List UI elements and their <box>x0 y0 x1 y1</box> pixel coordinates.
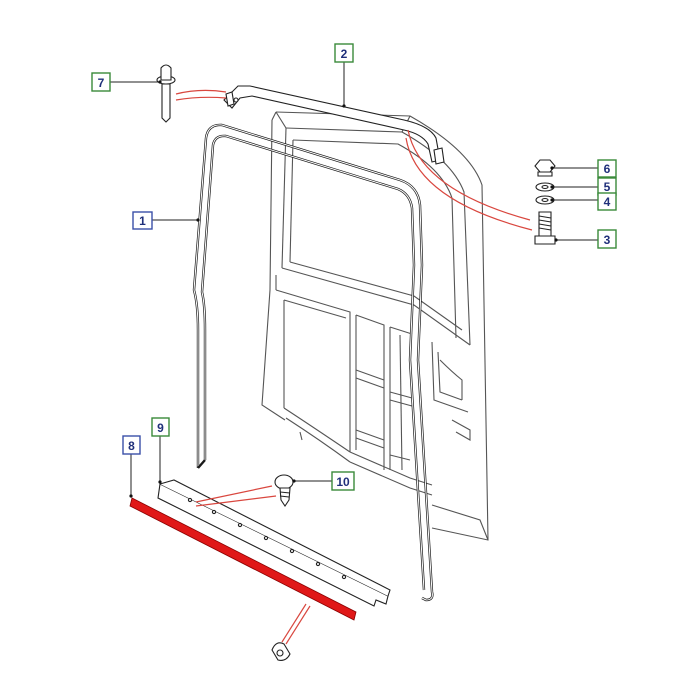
callout-6: 6 <box>597 159 617 178</box>
reference-lines <box>175 89 533 645</box>
callout-8-label: 8 <box>128 439 135 453</box>
callout-4: 4 <box>597 192 617 211</box>
clip <box>271 642 291 661</box>
bottom-seal-strip <box>129 497 357 621</box>
self-tapping-screw <box>274 474 294 507</box>
callout-7: 7 <box>91 72 111 92</box>
callout-10: 10 <box>331 471 355 491</box>
callout-7-label: 7 <box>98 76 105 90</box>
callout-8: 8 <box>122 435 141 455</box>
callout-1-label: 1 <box>139 214 146 228</box>
callout-2-label: 2 <box>341 47 348 61</box>
door-seal <box>192 123 434 602</box>
callout-3-label: 3 <box>604 233 611 247</box>
callout-9: 9 <box>151 417 170 437</box>
leader-lines <box>110 62 598 498</box>
callout-2: 2 <box>334 43 354 63</box>
callout-5: 5 <box>597 177 617 196</box>
nut <box>534 159 556 177</box>
callout-5-label: 5 <box>604 180 611 194</box>
callout-6-label: 6 <box>604 162 611 176</box>
callout-4-label: 4 <box>604 195 611 209</box>
door-frame <box>261 111 489 541</box>
bolt <box>534 211 556 245</box>
spring-washer <box>535 182 555 192</box>
flat-washer <box>535 195 555 205</box>
callout-10-label: 10 <box>336 475 350 489</box>
retainer-rail <box>157 479 391 607</box>
callout-1: 1 <box>132 211 153 230</box>
callout-9-label: 9 <box>157 421 164 435</box>
screw <box>156 64 176 123</box>
top-hinge-bar <box>223 85 445 165</box>
callout-3: 3 <box>597 229 617 249</box>
